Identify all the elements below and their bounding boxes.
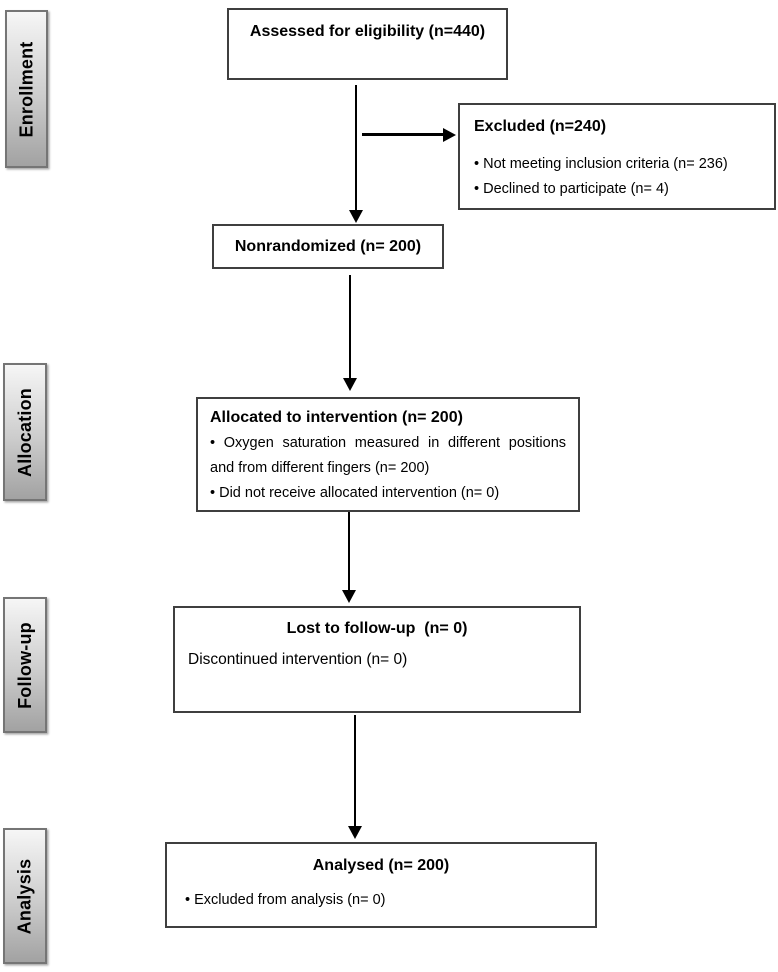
stage-label-follow-up: Follow-up xyxy=(3,597,47,733)
arrow-to-excluded-line xyxy=(362,133,444,136)
allocated-title: Allocated to intervention (n= 200) xyxy=(210,409,463,426)
nonrandomized-title: Nonrandomized (n= 200) xyxy=(234,237,422,255)
arrow-allocated-to-followup-head-icon xyxy=(342,590,356,603)
followup-note: Discontinued intervention (n= 0) xyxy=(188,651,408,668)
stage-label-allocation: Allocation xyxy=(3,363,47,501)
arrow-nonrandomized-to-allocated-head-icon xyxy=(343,378,357,391)
arrow-followup-to-analysed-line xyxy=(354,715,356,827)
stage-label-follow-up-text: Follow-up xyxy=(14,621,35,709)
stage-label-enrollment: Enrollment xyxy=(5,10,48,168)
arrow-to-excluded-head-icon xyxy=(443,128,456,142)
excluded-item: Declined to participate (n= 4) xyxy=(474,177,760,202)
excluded-title: Excluded (n=240) xyxy=(474,118,607,135)
stage-label-analysis-text: Analysis xyxy=(14,858,35,934)
allocated-item: Oxygen saturation measured in different … xyxy=(210,431,566,481)
analysed-item: Excluded from analysis (n= 0) xyxy=(167,888,595,913)
box-assessed-for-eligibility: Assessed for eligibility (n=440) xyxy=(227,8,508,80)
stage-label-allocation-text: Allocation xyxy=(14,387,35,477)
box-nonrandomized: Nonrandomized (n= 200) xyxy=(212,224,444,269)
box-excluded: Excluded (n=240) Not meeting inclusion c… xyxy=(458,103,776,210)
arrow-assessed-to-nonrandomized-head-icon xyxy=(349,210,363,223)
box-lost-to-follow-up: Lost to follow-up (n= 0) Discontinued in… xyxy=(173,606,581,713)
box-analysed: Analysed (n= 200) Excluded from analysis… xyxy=(165,842,597,928)
allocated-item: Did not receive allocated intervention (… xyxy=(210,481,566,506)
stage-label-analysis: Analysis xyxy=(3,828,47,964)
box-allocated-to-intervention: Allocated to intervention (n= 200) Oxyge… xyxy=(196,397,580,512)
arrow-assessed-to-nonrandomized-line xyxy=(355,85,357,211)
followup-title: Lost to follow-up (n= 0) xyxy=(286,620,468,637)
stage-label-enrollment-text: Enrollment xyxy=(16,40,37,138)
assessed-title: Assessed for eligibility (n=440) xyxy=(249,23,486,40)
excluded-item: Not meeting inclusion criteria (n= 236) xyxy=(474,152,760,177)
arrow-followup-to-analysed-head-icon xyxy=(348,826,362,839)
arrow-nonrandomized-to-allocated-line xyxy=(349,275,351,379)
analysed-title: Analysed (n= 200) xyxy=(312,857,450,874)
arrow-allocated-to-followup-line xyxy=(348,512,350,591)
